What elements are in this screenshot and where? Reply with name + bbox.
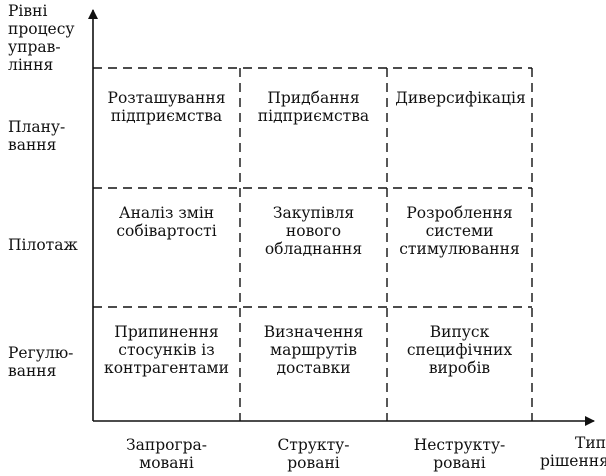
cell-planning-structured: Придбання підприємства	[257, 89, 370, 125]
x-axis-title: Тип рішення	[540, 434, 606, 470]
cell-piloting-programmed: Аналіз змін собівартості	[116, 204, 217, 240]
level-label-planning: Плану- вання	[8, 118, 66, 154]
cell-regulation-structured: Визначення маршрутів доставки	[263, 323, 364, 377]
cell-planning-unstructured: Диверсифікація	[395, 89, 526, 107]
y-axis-title: Рівні процесу управ- ління	[8, 2, 75, 74]
cell-piloting-structured: Закупівля нового обладнання	[264, 204, 363, 258]
type-label-structured: Структу- ровані	[277, 436, 350, 472]
level-label-regulation: Регулю- вання	[8, 344, 74, 380]
type-label-unstructured: Неструкту- ровані	[413, 436, 506, 472]
type-label-programmed: Запрогра- мовані	[125, 436, 207, 472]
cell-regulation-unstructured: Випуск специфічних виробів	[406, 323, 513, 377]
cell-planning-programmed: Розташування підприємства	[107, 89, 226, 125]
cell-regulation-programmed: Припинення стосунків із контрагентами	[104, 323, 229, 377]
cell-piloting-unstructured: Розроблення системи стимулювання	[399, 204, 520, 258]
level-label-piloting: Пілотаж	[8, 236, 78, 254]
